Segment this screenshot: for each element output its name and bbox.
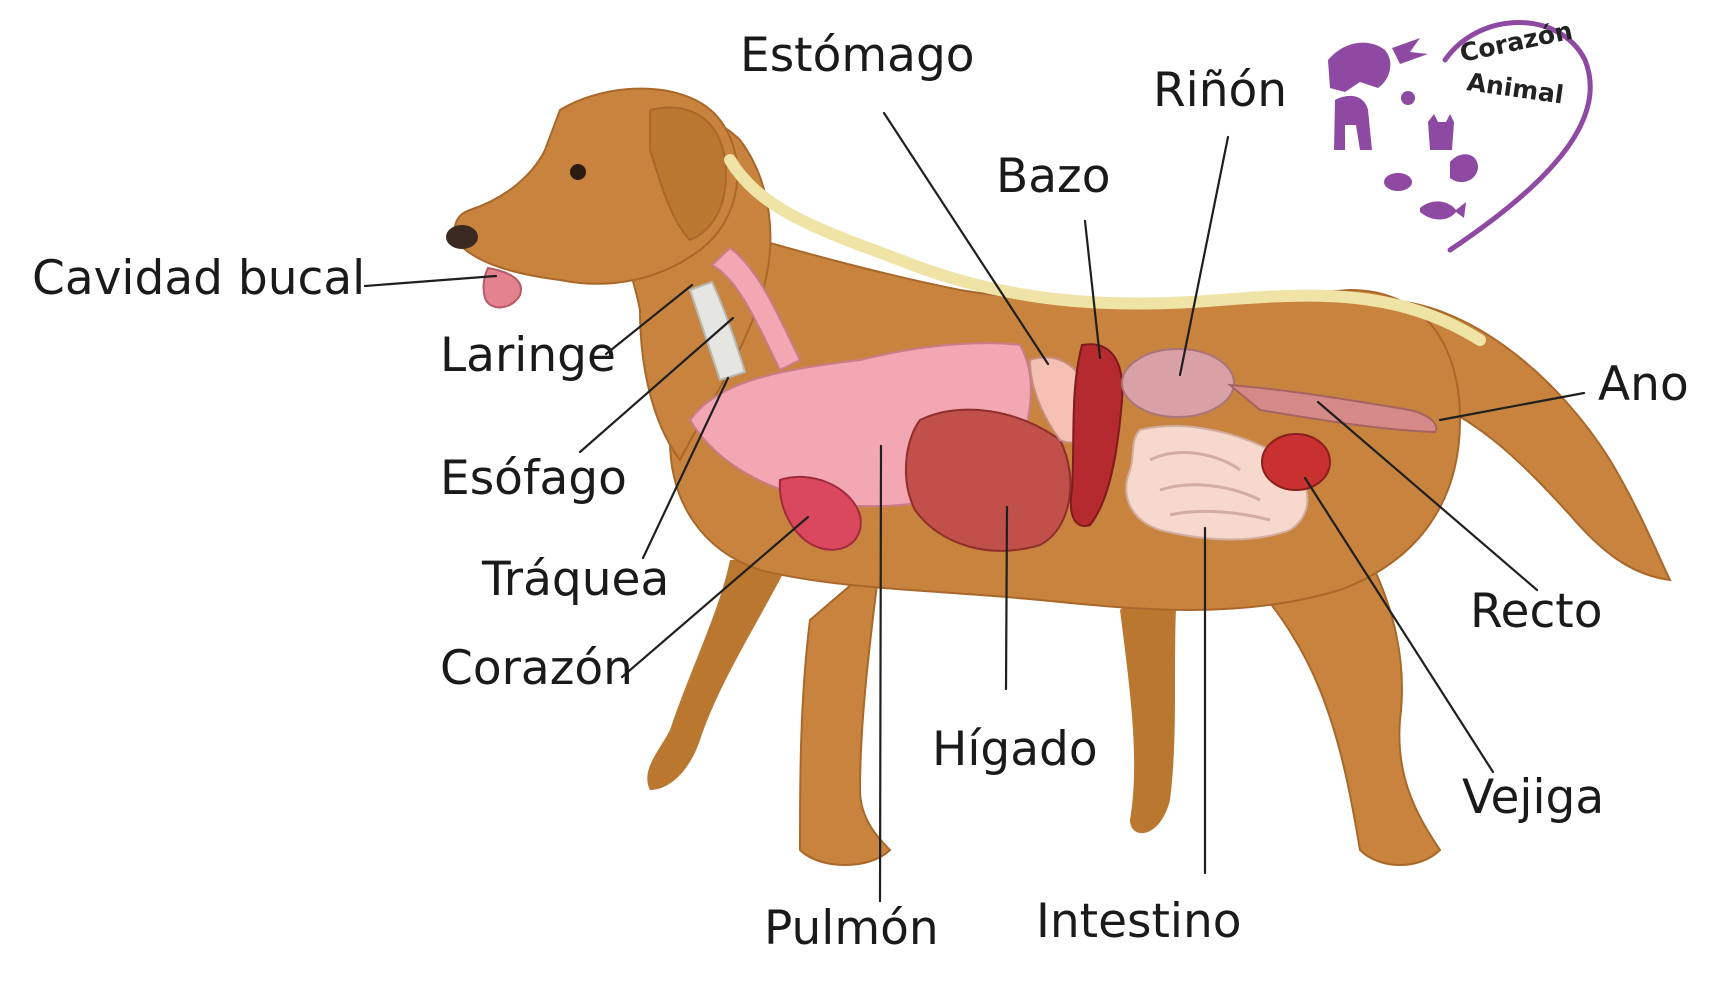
leader-estomago [882, 111, 1050, 366]
label-recto: Recto [1470, 584, 1603, 639]
logo-dog-icon [1334, 95, 1372, 150]
leader-corazon [620, 515, 810, 679]
label-estomago: Estómago [740, 28, 975, 83]
leader-higado [1004, 505, 1009, 691]
liver-organ [904, 408, 1072, 552]
dog-hind-leg-far [1120, 560, 1180, 834]
dog-front-leg-near [798, 557, 892, 866]
leader-cavidad-bucal [363, 274, 498, 288]
spinal-cord [724, 154, 1486, 346]
label-esofago: Esófago [440, 451, 627, 506]
bladder-organ [1261, 433, 1331, 491]
label-corazon: Corazón [440, 641, 633, 696]
dog-illustration [446, 87, 1672, 866]
logo-horse-icon [1328, 42, 1391, 92]
dog-nose [446, 225, 478, 249]
organ-labels: Cavidad bucal Laringe Esófago Tráquea Co… [32, 28, 1689, 956]
leader-bazo [1083, 219, 1102, 360]
label-vejiga: Vejiga [1462, 770, 1604, 825]
label-bazo: Bazo [996, 149, 1110, 204]
label-pulmon: Pulmón [764, 901, 939, 956]
spleen-organ [1070, 343, 1124, 527]
dog-tongue [482, 266, 522, 309]
label-cavidad-bucal: Cavidad bucal [32, 251, 365, 306]
label-ano: Ano [1598, 357, 1689, 412]
leader-rinon [1178, 135, 1230, 377]
logo-hamster-icon [1384, 173, 1412, 191]
leader-pulmon [878, 444, 883, 903]
label-laringe: Laringe [440, 328, 616, 383]
label-traquea: Tráquea [481, 552, 669, 607]
logo-heart-outline-icon [1442, 20, 1593, 253]
logo-cat-icon [1428, 114, 1454, 150]
heart-organ [778, 475, 862, 551]
leader-lines [363, 111, 1586, 903]
leader-ano [1438, 391, 1586, 422]
esophagus-organ [710, 246, 802, 372]
logo-line2: Animal [1465, 67, 1565, 109]
leader-vejiga [1303, 476, 1495, 774]
leader-laringe [604, 283, 694, 356]
logo-bird-icon [1392, 38, 1428, 64]
dog-eye [570, 164, 586, 180]
label-rinon: Riñón [1153, 63, 1287, 118]
label-intestino: Intestino [1036, 894, 1242, 949]
logo-squirrel-icon [1450, 154, 1478, 183]
leader-esofago [578, 316, 735, 454]
logo-fish-icon [1420, 201, 1466, 220]
leader-traquea [641, 376, 730, 560]
intestine-coils [1149, 451, 1271, 522]
label-higado: Hígado [932, 722, 1098, 777]
rectum-organ [1226, 383, 1438, 434]
leader-recto [1316, 400, 1539, 592]
corazon-animal-logo: Corazón Animal [1328, 16, 1593, 253]
dog-ear [649, 106, 727, 242]
logo-bug-icon [1401, 91, 1415, 105]
dog-front-leg-far [647, 560, 790, 790]
kidney-organ [1121, 348, 1235, 418]
